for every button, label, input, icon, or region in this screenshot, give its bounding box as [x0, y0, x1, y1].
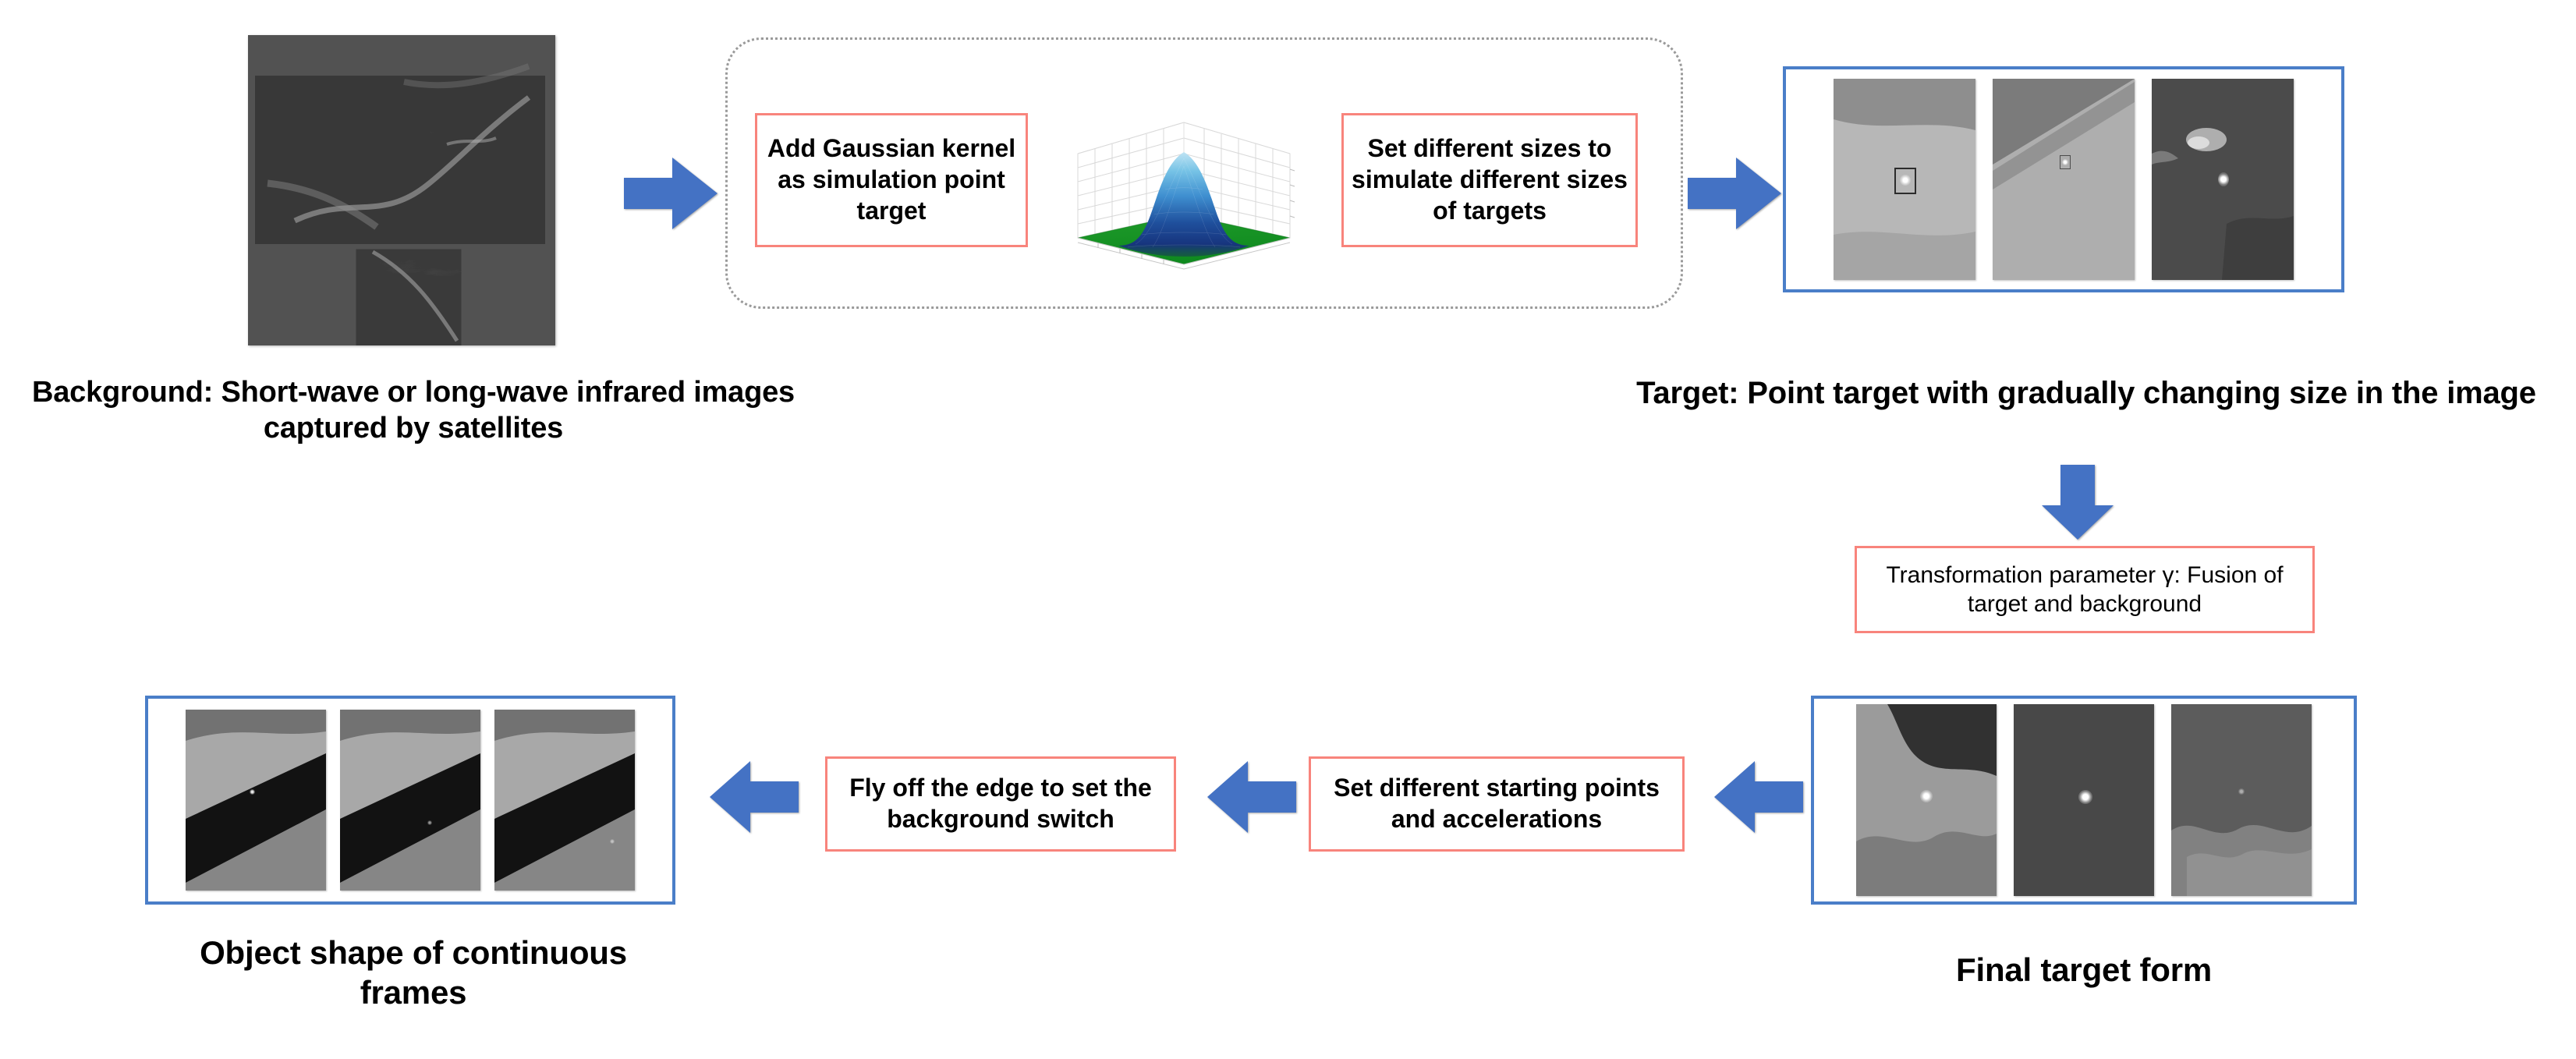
object-shape-caption: Object shape of continuous frames	[200, 934, 627, 1011]
background-caption: Background: Short-wave or long-wave infr…	[31, 376, 795, 445]
continuous-frames-panel	[145, 696, 675, 905]
starting-points-box[interactable]: Set different starting points and accele…	[1309, 756, 1685, 852]
frame-point-spot	[250, 789, 255, 795]
frame-thumb-3	[494, 710, 635, 891]
final-thumb-3	[2171, 704, 2312, 896]
target-thumb-3	[2152, 79, 2294, 280]
target-point-spot	[1900, 175, 1911, 186]
target-thumb-2	[1993, 79, 2135, 280]
target-thumbnail-strip	[1834, 79, 2294, 280]
target-marker-box	[1894, 168, 1916, 194]
final-target-form-panel	[1811, 696, 2357, 905]
final-point-spot	[2078, 790, 2092, 804]
satellite-image-svg	[248, 35, 555, 345]
frames-thumbnail-strip	[186, 710, 635, 891]
frame-thumb-1	[186, 710, 326, 891]
transformation-parameter-box[interactable]: Transformation parameter γ: Fusion of ta…	[1855, 546, 2315, 633]
final-point-spot	[2238, 788, 2245, 795]
target-caption: Target: Point target with gradually chan…	[1636, 376, 2536, 410]
gaussian-surface-svg	[1077, 122, 1295, 270]
set-target-sizes-box[interactable]: Set different sizes to simulate differen…	[1341, 113, 1638, 247]
arrow-left-icon	[710, 761, 799, 833]
arrow-left-icon	[1207, 761, 1296, 833]
final-thumbnail-strip	[1856, 704, 2312, 896]
final-thumb-1	[1856, 704, 1997, 896]
target-point-panel	[1783, 66, 2344, 292]
gaussian-surface-3d-plot	[1067, 97, 1301, 277]
frame-thumb-2	[340, 710, 480, 891]
frame-point-spot	[610, 839, 615, 844]
final-target-caption: Final target form	[1956, 951, 2212, 988]
simulation-step-container	[725, 37, 1683, 309]
target-point-spot	[2218, 172, 2229, 186]
target-thumb-1	[1834, 79, 1975, 280]
target-point-spot	[2062, 159, 2068, 165]
frame-point-spot	[427, 820, 432, 825]
arrow-left-icon	[1714, 761, 1803, 833]
arrow-right-icon	[624, 158, 718, 229]
fly-off-edge-box[interactable]: Fly off the edge to set the background s…	[825, 756, 1176, 852]
target-marker-box	[2060, 155, 2071, 169]
final-point-spot	[1920, 790, 1933, 802]
arrow-right-icon	[1688, 158, 1781, 229]
final-thumb-2	[2014, 704, 2154, 896]
add-gaussian-kernel-box[interactable]: Add Gaussian kernel as simulation point …	[755, 113, 1028, 247]
arrow-down-icon	[2042, 465, 2114, 540]
background-satellite-image	[248, 35, 555, 345]
